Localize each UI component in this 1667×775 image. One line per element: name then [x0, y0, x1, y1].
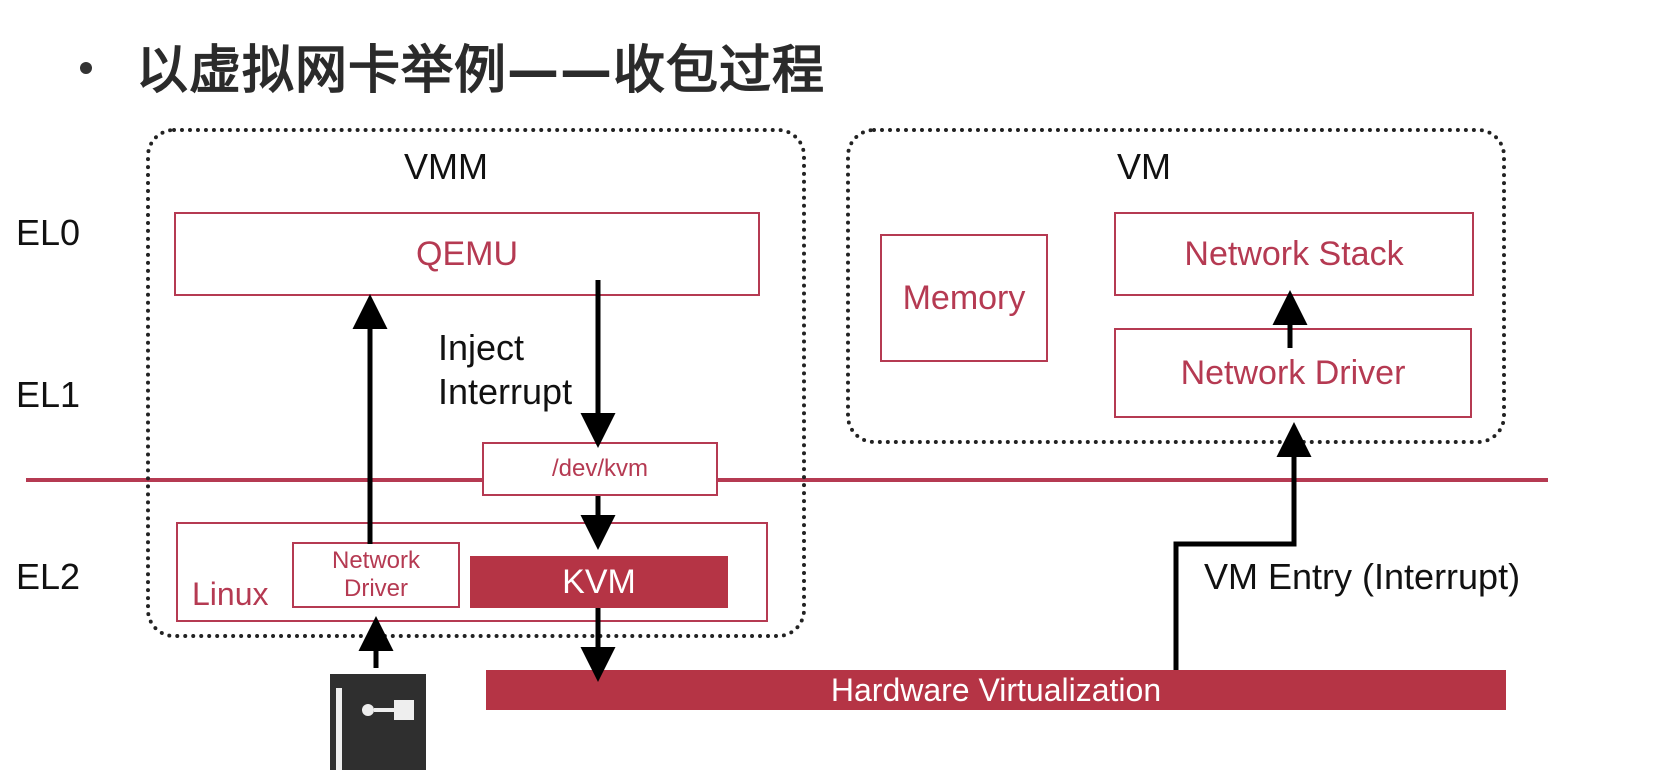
linux-label: Linux	[192, 576, 269, 612]
qemu-box: QEMU	[174, 212, 760, 296]
memory-box: Memory	[880, 234, 1048, 362]
guest-network-driver-box: Network Driver	[1114, 328, 1472, 418]
bullet-icon	[80, 62, 92, 74]
network-card-glyph	[336, 688, 414, 770]
el1-label: EL1	[16, 374, 81, 415]
vm-entry-label: VM Entry (Interrupt)	[1204, 556, 1521, 597]
el-divider-line	[26, 478, 1548, 482]
network-card-icon	[330, 674, 426, 770]
kvm-box: KVM	[470, 556, 728, 608]
hardware-virtualization-bar: Hardware Virtualization	[486, 670, 1506, 710]
inject-interrupt-label: Inject Interrupt	[438, 326, 572, 414]
vm-title: VM	[1117, 146, 1171, 187]
vmm-title: VMM	[404, 146, 488, 187]
el2-label: EL2	[16, 556, 81, 597]
host-network-driver-box: Network Driver	[292, 542, 460, 608]
network-stack-box: Network Stack	[1114, 212, 1474, 296]
vmm-group	[146, 128, 806, 638]
el0-label: EL0	[16, 212, 81, 253]
slide-title-row: 以虚拟网卡举例——收包过程	[80, 30, 826, 101]
vm-group	[846, 128, 1506, 444]
arrow-vm-entry	[1173, 422, 1312, 670]
inject-label-line2: Interrupt	[438, 371, 573, 412]
inject-label-line1: Inject	[438, 327, 525, 368]
slide-title: 以虚拟网卡举例——收包过程	[136, 40, 826, 101]
